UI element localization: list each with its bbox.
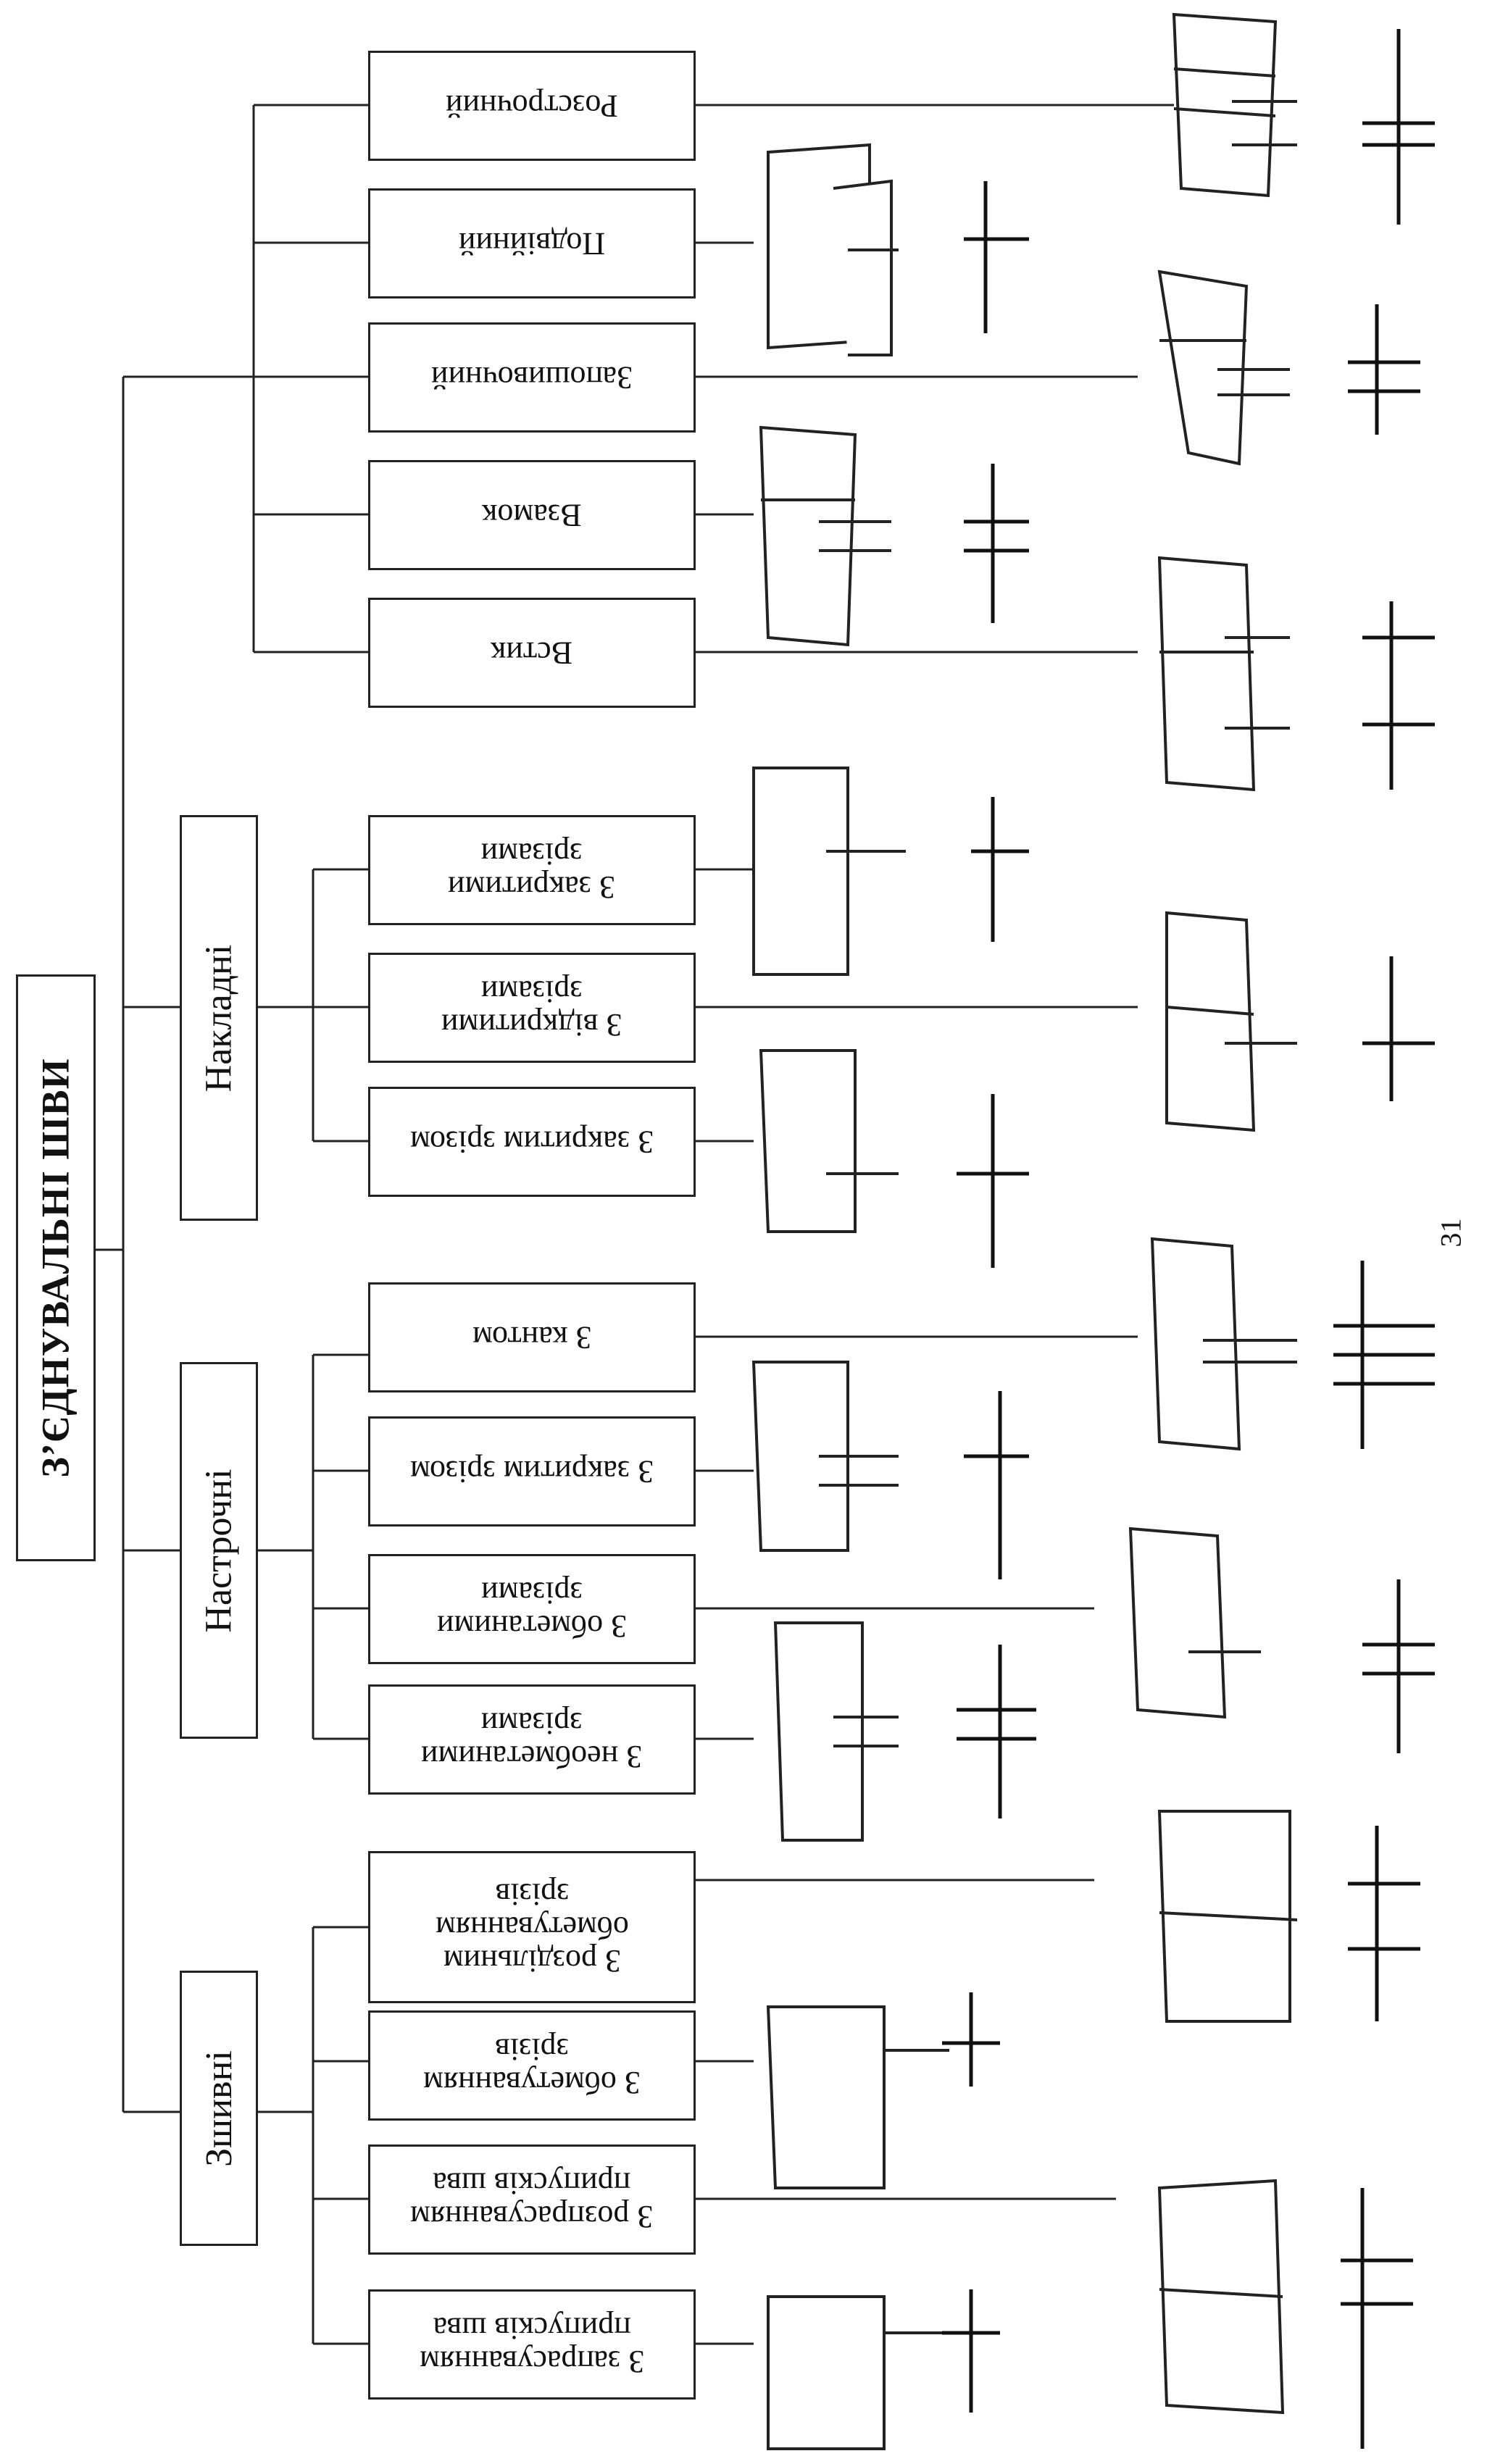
item-zaposhyvochnyi: Запошивочний [368,322,696,433]
item-nastrochni-3: З закритим зрізом [368,1416,696,1527]
item-label: З закритими зрізами [448,836,616,906]
item-rozstrochnyi: Розстрочний [368,51,696,161]
item-label: Взамок [482,498,582,534]
item-nakladni-1: З закритим зрізом [368,1087,696,1197]
item-label: З обметуванням зрізів [423,2031,641,2101]
item-nakladni-3: З закритими зрізами [368,815,696,925]
fabric-sketch [766,2005,886,2189]
fabric-sketch [1128,1527,1227,1719]
item-label: Запошивочний [430,360,633,396]
page-number: 31 [1434,1218,1467,1248]
fabric-sketch [759,1049,857,1233]
root-box: З’ЄДНУВАЛЬНІ ШВИ [16,974,96,1561]
fabric-sketch [1172,12,1278,198]
item-zshyvni-2: З розпрасуванням припусків шва [368,2144,696,2255]
category-label: Зшивні [198,2050,240,2167]
item-zshyvni-3: З обметуванням зрізів [368,2010,696,2121]
category-nakladni: Накладні [180,815,258,1221]
category-nastrochni: Настрочні [180,1362,258,1739]
item-zshyvni-1: З запрасуванням припусків шва [368,2289,696,2400]
item-vstyk: Встик [368,598,696,708]
item-label: З запрасуванням припусків шва [419,2310,645,2380]
fabric-sketch [751,1361,849,1552]
diagram-title: З’ЄДНУВАЛЬНІ ШВИ [34,1058,78,1478]
category-label: Настрочні [198,1468,240,1633]
fabric-sketch [759,425,857,647]
tree-connectors [96,104,1174,2345]
item-podviinyi: Подвійний [368,188,696,298]
category-label: Накладні [198,944,240,1092]
fabric-sketch [1165,911,1256,1132]
fabric-sketch [1150,1237,1241,1451]
item-label: З закритим зрізом [409,1124,654,1161]
seam-symbols [942,29,1435,2449]
item-label: З роздільним обметуванням зрізів [435,1876,629,1979]
fabric-sketch [1157,556,1256,792]
item-label: З кантом [472,1320,592,1356]
item-label: З необметаними зрізами [421,1705,643,1775]
item-label: Розстрочний [446,88,618,125]
item-label: З обметаними зрізами [436,1575,628,1645]
item-label: Встик [491,635,573,672]
item-nakladni-2: З відкритими зрізами [368,953,696,1063]
item-nastrochni-2: З обметаними зрізами [368,1554,696,1664]
seam-illustrations [751,12,1298,2450]
item-nastrochni-1: З необметаними зрізами [368,1684,696,1795]
fabric-sketch [1157,2179,1285,2415]
item-label: З розпрасуванням припусків шва [410,2166,654,2235]
fabric-sketch [752,767,849,976]
item-nastrochni-4: З кантом [368,1282,696,1392]
item-label: З відкритими зрізами [441,974,622,1043]
fabric-sketch [773,1621,864,1842]
item-label: Подвійний [458,226,606,262]
fabric-sketch [767,2295,886,2450]
item-zshyvni-4: З роздільним обметуванням зрізів [368,1851,696,2003]
item-vzamok: Взамок [368,460,696,570]
item-label: З закритим зрізом [409,1454,654,1490]
category-zshyvni: Зшивні [180,1971,258,2246]
fabric-sketch [1157,270,1249,466]
